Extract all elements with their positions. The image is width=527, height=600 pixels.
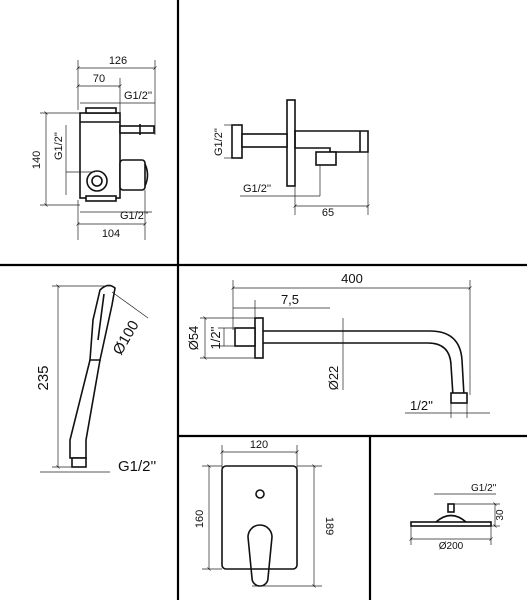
dim-width-bottom: 104 — [102, 228, 120, 240]
handshower-dim-thread: G1/2'' — [118, 458, 156, 475]
handshower-connector — [71, 457, 87, 468]
arm-dim-length: 400 — [341, 271, 363, 286]
arm-dim-tube: Ø22 — [326, 366, 341, 391]
side-dim-thread-vertical: G1/2'' — [213, 128, 225, 156]
arm-tube — [263, 330, 465, 397]
side-connector — [231, 124, 243, 159]
panel-plate: 120 160 189 — [194, 439, 335, 588]
showerhead-dome — [435, 514, 467, 523]
handshower-head — [89, 284, 116, 361]
mixer-box-outlet — [119, 125, 155, 134]
mixer-box-valve — [86, 170, 108, 192]
handshower-grip — [69, 359, 101, 459]
arm-dim-thread-bottom: 1/2'' — [410, 398, 433, 413]
arm-dim-offset: 7,5 — [281, 292, 299, 307]
plate-diverter — [255, 489, 265, 499]
plate-lever — [247, 524, 273, 587]
plate-body — [221, 465, 298, 570]
arm-dim-flange: Ø54 — [186, 326, 201, 351]
dim-height: 140 — [31, 151, 43, 169]
plate-dim-width: 120 — [250, 439, 268, 451]
panel-showerhead: G1/2'' 30 Ø200 — [409, 483, 506, 552]
arm-connector — [234, 327, 256, 347]
side-body — [294, 130, 369, 153]
showerhead-connector — [447, 503, 455, 513]
plate-dim-height-outer: 189 — [323, 517, 335, 535]
arm-dim-thread-vertical: 1/2'' — [208, 326, 223, 349]
showerhead-dim-thread: G1/2'' — [471, 483, 497, 494]
dim-width-total: 126 — [109, 55, 127, 67]
side-outlet — [315, 151, 337, 166]
panel-handshower: 235 Ø100 G1/2'' — [35, 284, 156, 475]
showerhead-dim-height: 30 — [495, 509, 506, 521]
plate-dim-height-inner: 160 — [194, 510, 206, 528]
panel-arm: 400 7,5 Ø54 1/2'' Ø22 1/2'' — [186, 271, 490, 418]
side-wall-plate — [286, 99, 296, 187]
panel-side: G1/2'' G1/2'' 65 — [213, 99, 370, 219]
handshower-dim-height: 235 — [35, 365, 52, 390]
mixer-box-cartridge — [119, 159, 146, 191]
arm-outlet — [450, 392, 468, 404]
mixer-box-top-fitting — [85, 107, 117, 114]
side-dim-thread-bottom: G1/2'' — [243, 183, 271, 195]
dim-thread-bottom: G1/2'' — [120, 210, 148, 222]
handshower-dim-diameter: Ø100 — [110, 318, 143, 358]
dim-thread-top: G1/2'' — [124, 90, 152, 102]
arm-flange — [254, 317, 264, 359]
dim-thread-left: G1/2'' — [53, 132, 65, 160]
dim-width-inner: 70 — [93, 73, 105, 85]
showerhead-plate — [410, 521, 492, 527]
panel-box: 126 70 G1/2'' 140 G1/2'' G1/2'' — [31, 55, 157, 240]
side-dim-depth: 65 — [322, 207, 334, 219]
showerhead-dim-diameter: Ø200 — [439, 541, 464, 552]
